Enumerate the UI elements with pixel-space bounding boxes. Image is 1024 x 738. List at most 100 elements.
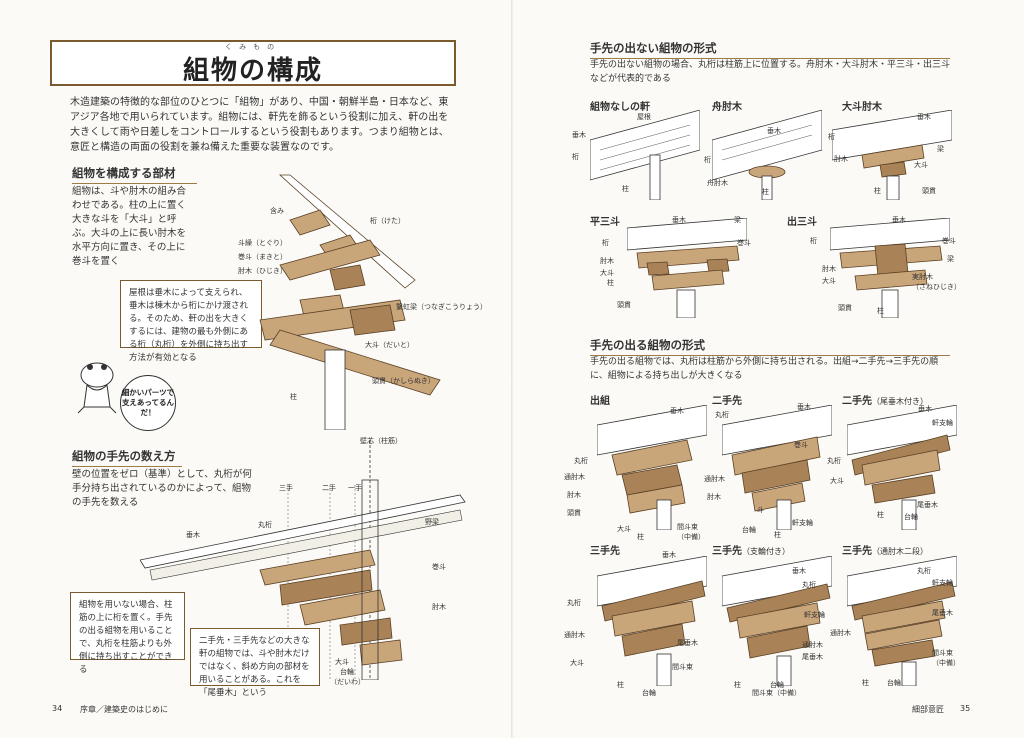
lbl-4-3: 肘木 [822, 265, 836, 273]
type-name-3: 平三斗 [590, 217, 620, 228]
type-name-9-sub: （支輪付き） [742, 547, 790, 556]
lbl-9-0: 垂木 [792, 567, 806, 575]
label-daito: 大斗（だいと） [365, 341, 414, 349]
gutter [511, 0, 513, 738]
page-number-right: 35 [960, 704, 971, 713]
title-box: くみもの 組物の構成 [50, 40, 456, 86]
lbl-3-6: 頭貫 [617, 301, 631, 309]
lbl-5-8: （中備） [677, 533, 705, 541]
section-heading-components: 組物を構成する部材 [72, 165, 197, 184]
left-page: くみもの 組物の構成 木造建築の特徴的な部位のひとつに「組物」があり、中国・朝鮮… [50, 40, 487, 714]
lbl-2-3: 大斗 [914, 161, 928, 169]
lbl-9-2: 軒支輪 [804, 611, 825, 619]
lbl-5-5: 大斗 [617, 525, 631, 533]
lbl-3-1: 梁 [734, 216, 741, 224]
lbl-8-6: 柱 [617, 681, 624, 689]
title-ruby: くみもの [224, 43, 282, 51]
lbl-8-3: 大斗 [570, 659, 584, 667]
lbl-2-0: 垂木 [917, 113, 931, 121]
type-name-10-sub: （通肘木二段） [872, 547, 928, 556]
no-bracket-note: 組物を用いない場合、柱筋の上に桁を置く。手先の出る組物を用いることで、丸桁を柱筋… [70, 592, 185, 675]
page-number-left: 34 [52, 704, 63, 713]
degumi-illustration [597, 405, 707, 530]
cross-section-illustration [140, 440, 466, 680]
demitsudo-illustration [830, 218, 950, 318]
lbl-6-3: 通肘木 [704, 475, 725, 483]
no-projection-body: 手先の出ない組物の場合、丸桁は柱筋上に位置する。舟肘木・大斗肘木・平三斗・出三斗… [590, 60, 951, 84]
lbl-0-3: 柱 [622, 185, 629, 193]
lbl-8-1: 丸桁 [567, 599, 581, 607]
lbl-6-2: 巻斗 [794, 441, 808, 449]
lbl-9-4: 通肘木 [802, 641, 823, 649]
lbl-4-2: 巻斗 [942, 237, 956, 245]
intro-text: 木造建築の特徴的な部位のひとつに「組物」があり、中国・朝鮮半島・日本など、東アジ… [70, 97, 449, 153]
label-nobari: 野梁 [425, 518, 439, 526]
lbl-6-7: 軒支輪 [792, 519, 813, 527]
lbl-0-1: 垂木 [572, 131, 586, 139]
lbl-2-5: 頭貫 [922, 187, 936, 195]
futetesaki-illustration [722, 405, 832, 530]
type-name-1: 舟肘木 [712, 102, 742, 113]
type-name-10-main: 三手先 [842, 546, 872, 557]
odaruki-note: 二手先・三手先などの大きな軒の組物では、斗や肘木だけではなく、斜め方向の部材を用… [190, 628, 320, 698]
lbl-4-8: 柱 [877, 307, 884, 315]
frog-mascot-icon [77, 362, 117, 414]
label-kashiranuki: 頭貫（かしらぬき） [372, 377, 435, 385]
type-name-4: 出三斗 [787, 217, 817, 228]
no-bracket-illustration [590, 110, 700, 200]
lbl-10-3: 通肘木 [830, 629, 851, 637]
lbl-8-2: 通肘木 [564, 631, 585, 639]
label-fute: 二手 [322, 484, 336, 492]
label-taruki: 垂木 [186, 531, 200, 539]
lbl-10-5: （中備） [932, 659, 960, 667]
label-gangyo: 丸桁 [258, 521, 272, 529]
type-name-0: 組物なしの軒 [590, 102, 650, 113]
lbl-7-5: 柱 [877, 511, 884, 519]
roof-note: 屋根は垂木によって支えられ、垂木は棟木から桁にかけ渡される。そのため、軒の出を大… [120, 280, 262, 363]
lbl-4-1: 桁 [810, 237, 817, 245]
lbl-5-7: 間斗束 [677, 523, 698, 531]
components-body: 組物は、斗や肘木の組み合わせである。柱の上に置く大きな斗を「大斗」と呼ぶ。大斗の… [72, 186, 187, 267]
lbl-5-3: 肘木 [567, 491, 581, 499]
page-title: 組物の構成 [182, 56, 323, 86]
projection-body: 手先の出る組物では、丸桁は柱筋から外側に持ち出される。出組→二手先→三手先の順に… [590, 357, 939, 381]
lbl-9-1: 丸桁 [802, 581, 816, 589]
lbl-7-2: 丸桁 [827, 457, 841, 465]
type-name-10: 三手先（通肘木二段） [842, 542, 928, 557]
lbl-7-3: 尾垂木 [917, 501, 938, 509]
label-hijiki-2: 肘木 [432, 603, 446, 611]
lbl-4-4: 大斗 [822, 277, 836, 285]
lbl-0-2: 桁 [572, 153, 579, 161]
lbl-10-0: 丸桁 [917, 567, 931, 575]
type-name-7-sub: （尾垂木付き） [872, 397, 928, 406]
type-name-8: 三手先 [590, 546, 620, 557]
lbl-1-3: 柱 [762, 188, 769, 196]
lbl-2-4: 柱 [874, 187, 881, 195]
lbl-6-1: 丸桁 [715, 411, 729, 419]
type-name-6: 二手先 [712, 396, 742, 407]
label-keta: 桁（けた） [370, 217, 405, 225]
lbl-4-5: 頭貫 [838, 304, 852, 312]
label-daito-2: 大斗 [335, 658, 349, 666]
type-name-7: 二手先（尾垂木付き） [842, 392, 928, 407]
label-daiwa: （だいわ） [330, 678, 365, 686]
lbl-2-1: 桁 [828, 133, 835, 141]
lbl-8-0: 垂木 [662, 551, 676, 559]
lbl-4-6: 実肘木 [912, 273, 933, 281]
label-makito: 巻斗（まきと） [238, 253, 287, 261]
lbl-8-7: 台輪 [642, 689, 656, 697]
lbl-6-5: 斗 [757, 506, 764, 514]
right-page: 手先の出ない組物の形式 手先の出ない組物の場合、丸桁は柱筋上に位置する。舟肘木・… [512, 0, 1024, 738]
section-heading-counting: 組物の手先の数え方 [72, 448, 182, 467]
lbl-5-6: 柱 [637, 533, 644, 541]
lbl-7-0: 垂木 [918, 405, 932, 413]
label-fukumi: 含み [270, 207, 284, 215]
label-kabe: 壁芯（柱筋） [360, 437, 402, 445]
footer-chapter: 序章／建築史のはじめに [80, 705, 168, 714]
type-name-5: 出組 [590, 396, 610, 407]
lbl-3-3: 巻斗 [737, 239, 751, 247]
hiramitsudo-illustration [627, 218, 747, 318]
mitetesaki-toshi-illustration [847, 556, 957, 686]
type-name-7-main: 二手先 [842, 396, 872, 407]
lbl-6-8: 柱 [774, 531, 781, 539]
